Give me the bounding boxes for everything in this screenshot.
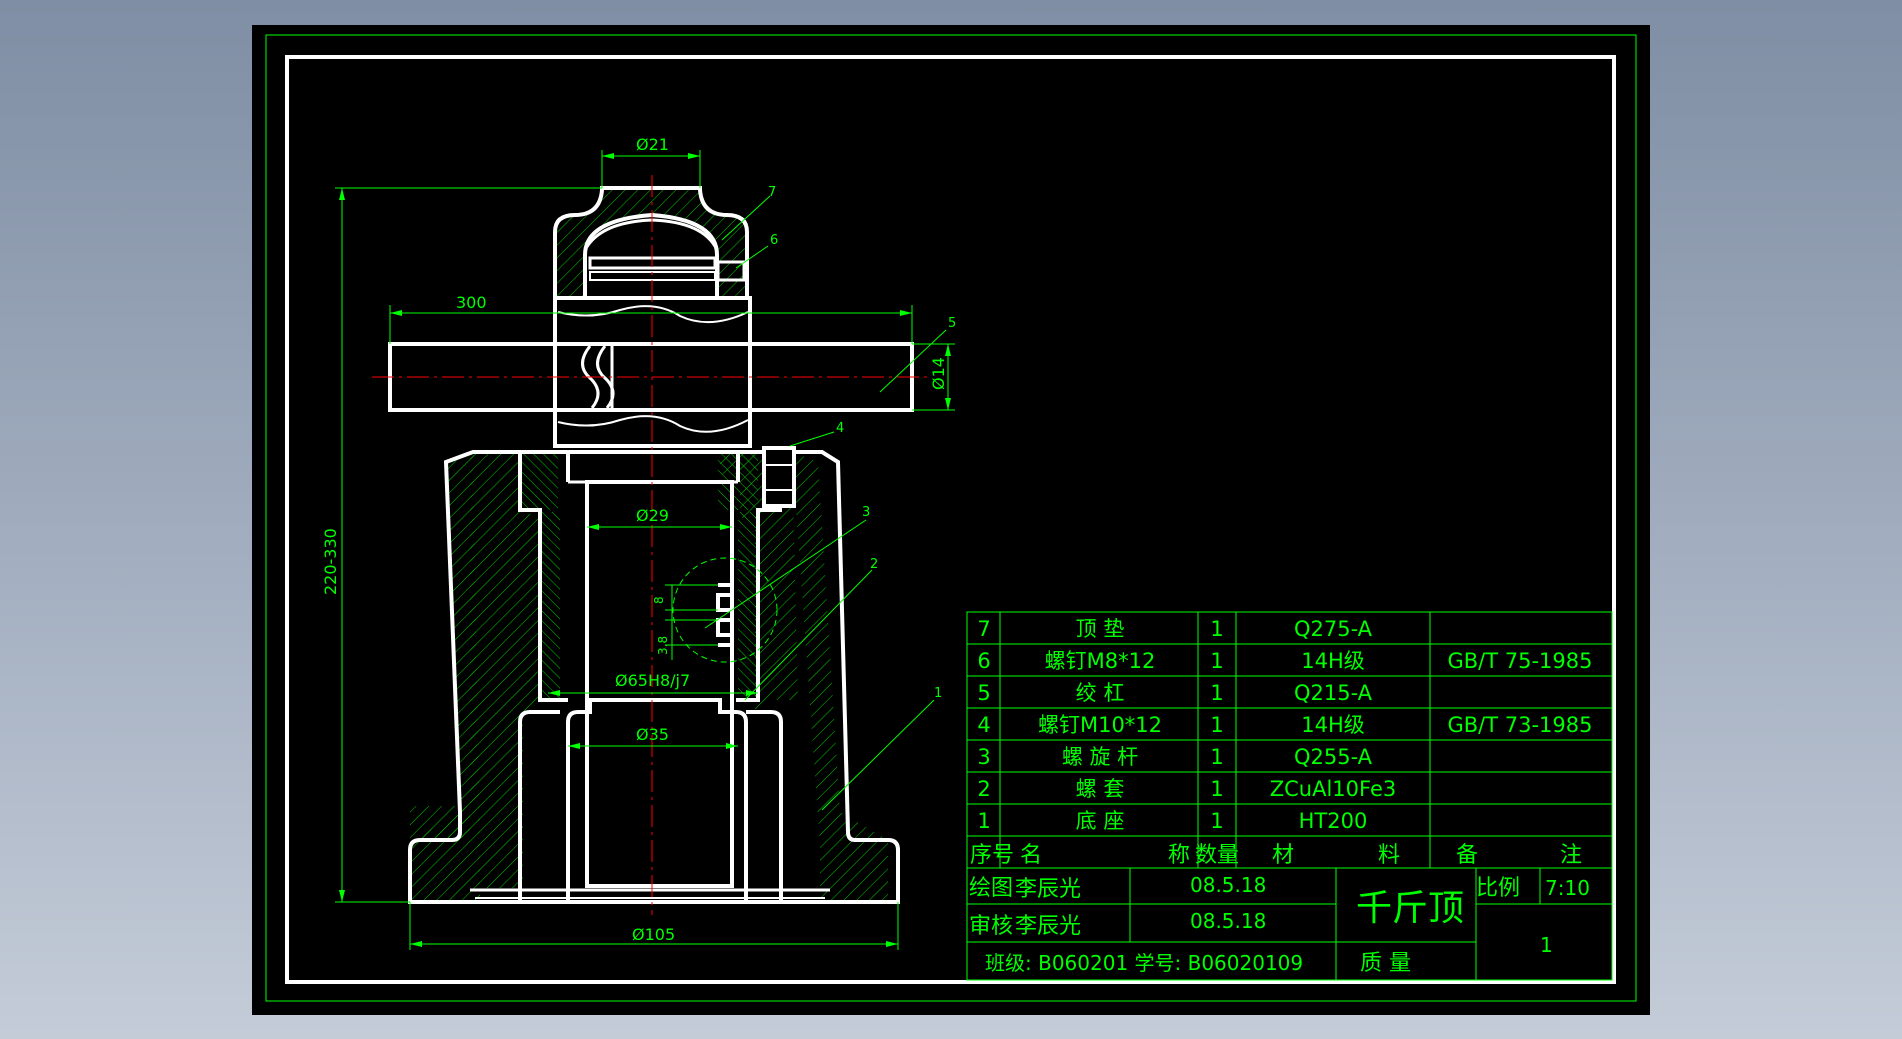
checked-label: 审核 <box>969 914 1013 939</box>
dim-bore: Ø35 <box>636 725 669 744</box>
outer-frame <box>265 34 1637 1002</box>
drawn-label: 绘图 <box>969 876 1013 901</box>
parts-cell-material: Q215-A <box>1294 681 1373 705</box>
parts-cell-name: 螺 旋 杆 <box>1062 745 1138 769</box>
drawing-title: 千斤顶 <box>1356 888 1464 929</box>
parts-cell-name: 螺钉M8*12 <box>1045 649 1156 673</box>
dim-fit: Ø65H8/j7 <box>615 671 690 690</box>
header-mat-a: 材 <box>1272 843 1294 868</box>
callout-7: 7 <box>768 185 776 200</box>
parts-cell-name: 顶 垫 <box>1076 617 1125 641</box>
header-no: 序号 <box>970 843 1014 868</box>
dim-handle-diameter: Ø14 <box>929 357 948 390</box>
callout-5: 5 <box>948 316 956 331</box>
dim-top-diameter: Ø21 <box>636 135 669 154</box>
parts-cell-qty: 1 <box>1210 681 1223 705</box>
callout-1: 1 <box>934 686 942 701</box>
header-note-b: 注 <box>1560 843 1582 868</box>
scale-label: 比例 <box>1476 876 1520 901</box>
dim-thread-pitch: 8 <box>652 596 666 604</box>
header-mat-b: 料 <box>1378 843 1400 868</box>
parts-cell-qty: 1 <box>1210 777 1223 801</box>
mass-label: 质 量 <box>1360 951 1411 976</box>
parts-cell-no: 6 <box>977 649 990 673</box>
parts-cell-material: 14H级 <box>1301 649 1365 673</box>
dim-overall-height: 220-330 <box>321 528 340 595</box>
parts-cell-material: 14H级 <box>1301 713 1365 737</box>
parts-cell-qty: 1 <box>1210 617 1223 641</box>
parts-cell-material: ZCuAl10Fe3 <box>1270 777 1397 801</box>
jack-assembly <box>372 175 930 915</box>
dim-thread-depth: 3.8 <box>656 636 670 655</box>
header-name-b: 称 <box>1168 843 1190 868</box>
callout-3: 3 <box>862 505 870 520</box>
parts-cell-no: 4 <box>977 713 990 737</box>
parts-cell-material: Q275-A <box>1294 617 1373 641</box>
parts-cell-name: 螺钉M10*12 <box>1038 713 1162 737</box>
parts-cell-name: 螺 套 <box>1076 777 1125 801</box>
callout-6: 6 <box>770 233 778 248</box>
inner-border <box>285 55 1616 984</box>
drawn-date: 08.5.18 <box>1190 873 1266 897</box>
parts-cell-qty: 1 <box>1210 809 1223 833</box>
parts-list: 7 顶 垫 1 Q275-A 6 螺钉M8*12 1 14H级 GB/T 75-1985 5 绞 杠… <box>966 611 1613 869</box>
header-name-a: 名 <box>1020 843 1042 868</box>
checked-by: 李辰光 <box>1015 914 1081 939</box>
parts-cell-name: 绞 杠 <box>1076 681 1125 705</box>
parts-cell-no: 5 <box>977 681 990 705</box>
parts-rows: 7 顶 垫 1 Q275-A 6 螺钉M8*12 1 14H级 GB/T 75-1985 5 绞 杠… <box>977 617 1592 833</box>
parts-cell-no: 3 <box>977 745 990 769</box>
parts-cell-no: 1 <box>977 809 990 833</box>
parts-cell-material: Q255-A <box>1294 745 1373 769</box>
callout-leaders <box>704 195 947 811</box>
parts-cell-qty: 1 <box>1210 713 1223 737</box>
class-line: 班级: B060201 学号: B06020109 <box>985 951 1303 975</box>
parts-cell-qty: 1 <box>1210 649 1223 673</box>
header-qty: 数量 <box>1195 843 1239 868</box>
callout-4: 4 <box>836 421 844 436</box>
drawn-by: 李辰光 <box>1015 877 1081 902</box>
sheet-number: 1 <box>1540 933 1553 957</box>
title-block: 绘图 李辰光 08.5.18 审核 李辰光 08.5.18 班级: B06020… <box>966 867 1613 981</box>
dim-screw-inner: Ø29 <box>636 506 669 525</box>
parts-cell-no: 2 <box>977 777 990 801</box>
checked-date: 08.5.18 <box>1190 909 1266 933</box>
dim-handle-length: 300 <box>456 293 487 312</box>
parts-cell-no: 7 <box>977 617 990 641</box>
callout-2: 2 <box>870 557 878 572</box>
header-note-a: 备 <box>1456 843 1478 868</box>
base-right-wall <box>792 452 888 902</box>
parts-cell-name: 底 座 <box>1076 809 1125 833</box>
base-outline <box>408 450 900 904</box>
dimension-arrows <box>339 153 951 947</box>
parts-cell-note: GB/T 75-1985 <box>1447 649 1592 673</box>
dimensions <box>335 150 955 950</box>
dim-base: Ø105 <box>632 925 675 944</box>
parts-cell-qty: 1 <box>1210 745 1223 769</box>
parts-cell-material: HT200 <box>1299 809 1368 833</box>
scale-value: 7:10 <box>1545 876 1590 900</box>
parts-cell-note: GB/T 73-1985 <box>1447 713 1592 737</box>
